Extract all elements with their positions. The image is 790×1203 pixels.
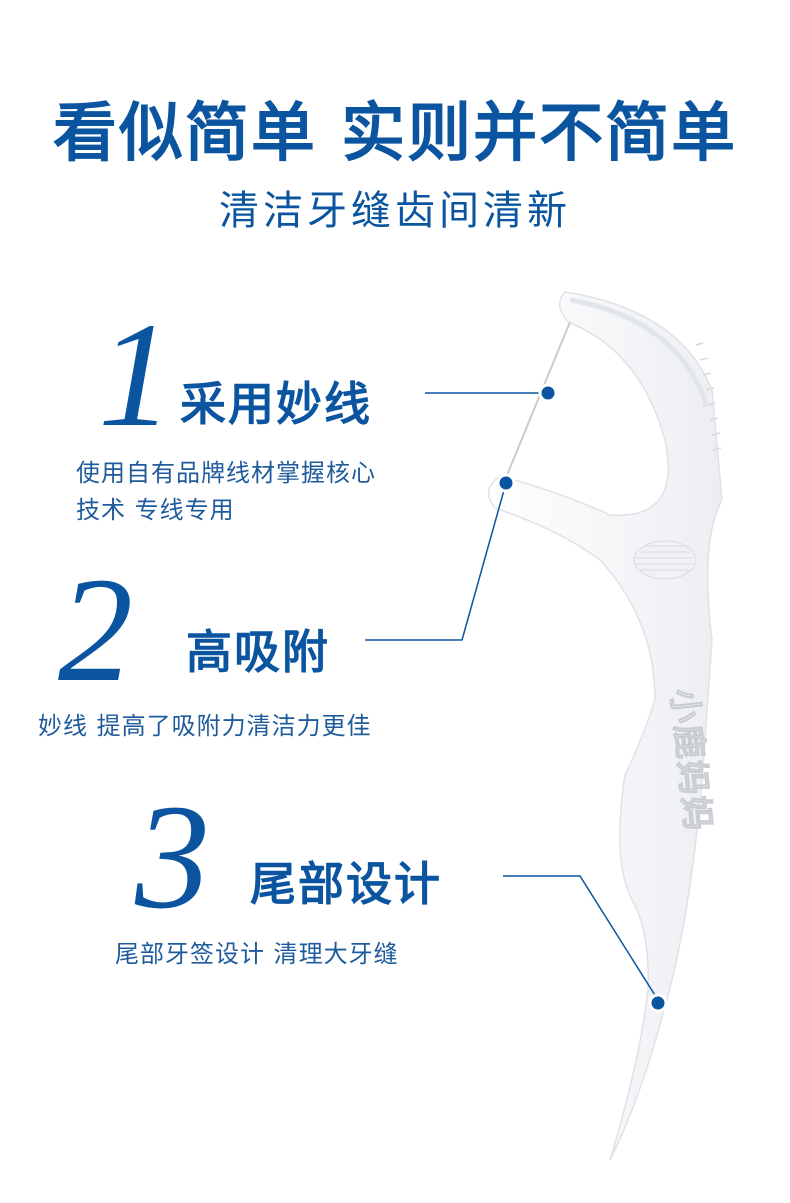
feature-number-3: 3 <box>135 774 210 940</box>
feature-title-3: 尾部设计 <box>250 857 442 911</box>
headline: 看似简单 实则并不简单 <box>52 97 738 171</box>
subtitle: 清洁牙缝齿间清新 <box>219 188 571 234</box>
hook-groove <box>569 297 708 408</box>
serrated-edge <box>695 342 722 451</box>
feature-desc-3: 尾部牙签设计 清理大牙缝 <box>115 940 399 968</box>
feature-desc-1a: 使用自有品牌线材掌握核心 <box>76 459 376 487</box>
callout-dot-3 <box>648 993 668 1013</box>
callout-line-2 <box>365 482 507 641</box>
callout-dot-1 <box>538 383 558 403</box>
floss-string <box>504 321 571 481</box>
feature-number-1: 1 <box>98 292 173 458</box>
feature-title-2: 高吸附 <box>186 625 330 679</box>
grip-pad <box>633 540 697 580</box>
feature-desc-2: 妙线 提高了吸附力清洁力更佳 <box>38 712 372 740</box>
callout-dot-2 <box>496 473 516 493</box>
feature-number-2: 2 <box>58 547 133 713</box>
callout-line-3 <box>503 875 659 1001</box>
feature-title-1: 采用妙线 <box>180 377 372 431</box>
feature-desc-1b: 技术 专线专用 <box>76 496 235 524</box>
floss-pick-body <box>487 291 723 1161</box>
